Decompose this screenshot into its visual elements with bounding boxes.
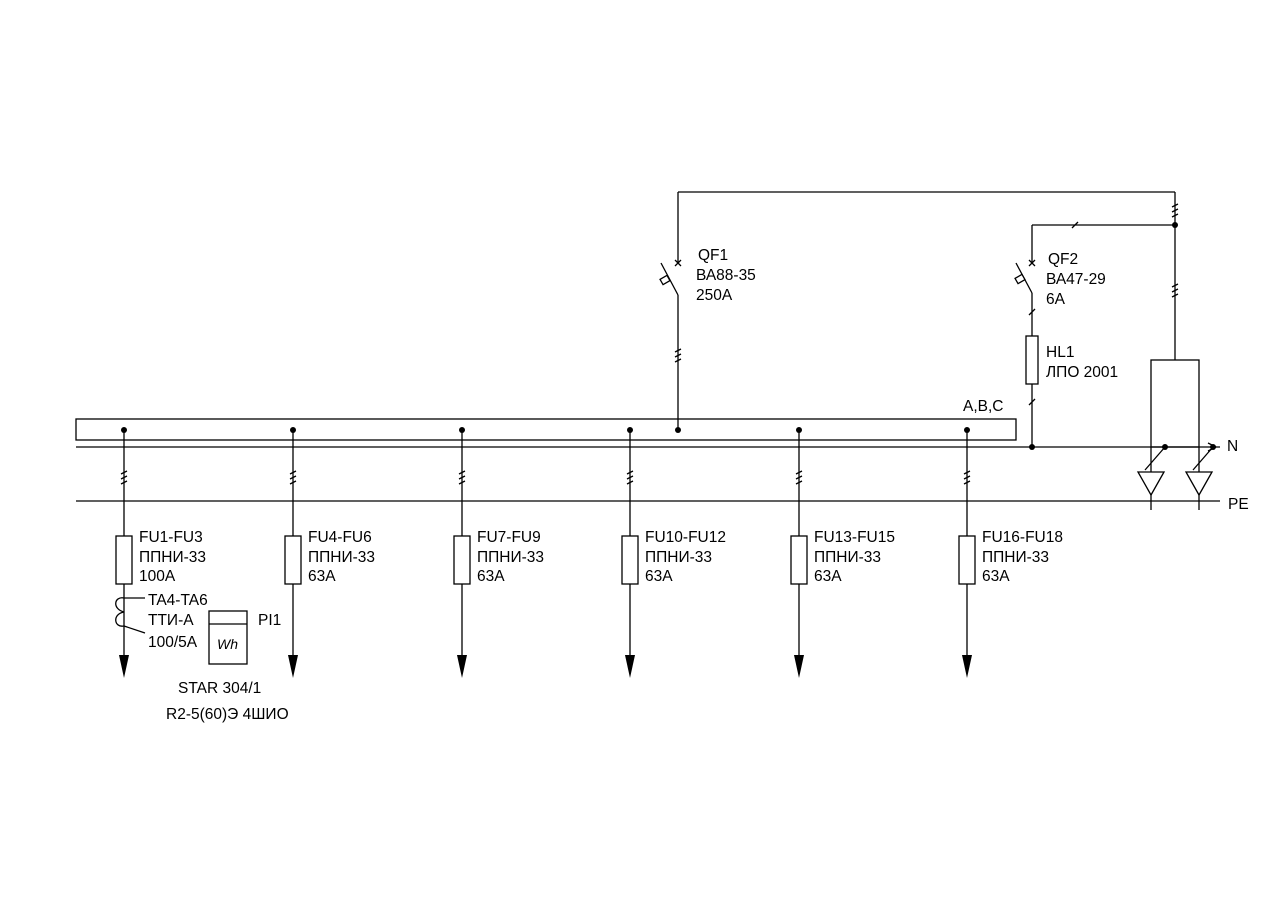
- breaker-qf2: [1014, 259, 1036, 294]
- fuse-name: FU16-FU18: [982, 529, 1063, 546]
- hl1-name: HL1: [1046, 344, 1074, 361]
- fuse-type: ППНИ-33: [477, 549, 544, 566]
- fuse-name: FU4-FU6: [308, 529, 372, 546]
- fuse-rating: 63А: [477, 568, 505, 585]
- fuse-type: ППНИ-33: [139, 549, 206, 566]
- fuse-symbol: [790, 535, 808, 585]
- fuse-name: FU10-FU12: [645, 529, 726, 546]
- fuse-rating: 63А: [645, 568, 673, 585]
- socket-outlets: [1136, 444, 1216, 510]
- meter-name: PI1: [258, 612, 281, 629]
- fuse-type: ППНИ-33: [982, 549, 1049, 566]
- three-phase-ticks: [289, 470, 297, 485]
- three-phase-ticks: [795, 470, 803, 485]
- pe-bus-label: PE: [1228, 496, 1249, 513]
- phase-busbar: [75, 418, 1017, 441]
- fuse-name: FU13-FU15: [814, 529, 895, 546]
- feeder-arrow: [794, 655, 804, 678]
- fuse-name: FU7-FU9: [477, 529, 541, 546]
- socket-outlet: [1184, 444, 1216, 510]
- qf1-name: QF1: [698, 247, 728, 264]
- fuse-rating: 63А: [308, 568, 336, 585]
- fuse-rating: 63А: [982, 568, 1010, 585]
- meter-model: STAR 304/1: [178, 680, 261, 697]
- qf1-rating: 250А: [696, 287, 733, 304]
- three-phase-ticks: [963, 470, 971, 485]
- neutral-bus-label: N: [1227, 438, 1238, 455]
- three-phase-ticks: [120, 470, 128, 485]
- fuse-symbol: [284, 535, 302, 585]
- meter-symbol: Wh: [217, 636, 238, 652]
- ct-type: ТТИ-А: [148, 612, 194, 629]
- three-phase-ticks: [458, 470, 466, 485]
- current-transformer: [115, 597, 125, 627]
- fuse-symbol: [958, 535, 976, 585]
- fuse-name: FU1-FU3: [139, 529, 203, 546]
- feeder-arrow: [457, 655, 467, 678]
- lamp-hl1: [1025, 335, 1039, 385]
- ct-name: TA4-TA6: [148, 592, 208, 609]
- fuse-symbol: [621, 535, 639, 585]
- hl1-type: ЛПО 2001: [1046, 364, 1118, 381]
- qf2-rating: 6А: [1046, 291, 1066, 308]
- feeder-arrow: [119, 655, 129, 678]
- fuse-symbol: [115, 535, 133, 585]
- busbars: A,B,C N PE: [75, 398, 1249, 513]
- fuse-symbol: [453, 535, 471, 585]
- fuse-type: ППНИ-33: [814, 549, 881, 566]
- fuse-type: ППНИ-33: [308, 549, 375, 566]
- feeder-arrow: [288, 655, 298, 678]
- feeder-arrow: [962, 655, 972, 678]
- qf1-type: ВА88-35: [696, 267, 756, 284]
- meter-spec: R2-5(60)Э 4ШИО: [166, 706, 289, 723]
- lighting-circuit: QF2 ВА47-29 6А HL1 ЛПО 2001: [1014, 225, 1118, 450]
- fuse-rating: 63А: [814, 568, 842, 585]
- three-phase-ticks: [626, 470, 634, 485]
- outgoing-feeders: FU1-FU3ППНИ-33100АFU4-FU6ППНИ-3363АFU7-F…: [115, 427, 1063, 678]
- fuse-rating: 100А: [139, 568, 176, 585]
- feeder-arrow: [625, 655, 635, 678]
- socket-outlet: [1136, 444, 1168, 510]
- socket-supply: [1032, 192, 1200, 448]
- qf2-type: ВА47-29: [1046, 271, 1106, 288]
- socket-box: [1150, 359, 1200, 448]
- breaker-qf1: [659, 192, 682, 310]
- fuse-type: ППНИ-33: [645, 549, 712, 566]
- phase-bus-label: A,B,C: [963, 398, 1003, 415]
- metering-unit: Wh TA4-TA6 ТТИ-А 100/5А PI1 STAR 304/1 R…: [115, 592, 289, 723]
- energy-meter: [208, 610, 248, 665]
- incoming-feeder: QF1 ВА88-35 250А: [659, 191, 1175, 433]
- qf2-name: QF2: [1048, 251, 1078, 268]
- ct-ratio: 100/5А: [148, 634, 198, 651]
